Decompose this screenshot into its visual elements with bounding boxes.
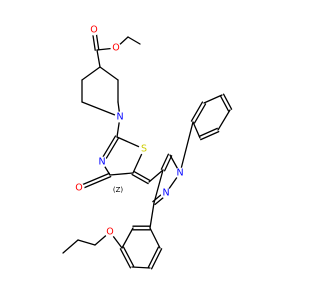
bond-c5-ch-a [131, 173, 149, 185]
bond-c4-othz-a [77, 172, 110, 187]
bond-pz4-pz5-a [163, 155, 173, 172]
atom-label-n-piperidine: N [116, 112, 123, 123]
bond-c4-c5 [109, 172, 134, 176]
bond-a5-a6-b [147, 246, 160, 268]
bond-a6-a1 [149, 227, 161, 249]
atom-label-o-carbonyl: O [90, 25, 97, 36]
atom-n2-pyrazole: N [160, 187, 172, 199]
bond-a2-a3 [121, 227, 134, 249]
stereo-label-z: (Z) [113, 186, 124, 194]
bond-a3-a4-b [122, 246, 135, 267]
atom-label-o-ester: O [112, 43, 119, 54]
bond-pr1-pr2 [77, 239, 96, 246]
atom-label-o-thiazolone: O [75, 183, 82, 194]
bond-a4-a5 [131, 266, 151, 269]
bond-pz3-pz4 [153, 169, 164, 204]
atom-label-s-thiazole: S [141, 144, 147, 155]
atom-o-ester: O [110, 42, 122, 54]
bond-ph5-ph6-a [190, 101, 204, 122]
bond-c5-ch-b [133, 170, 151, 182]
bond-p4-c4p [81, 66, 101, 81]
bond-npip-p3 [81, 101, 121, 118]
bond-n1-ph6 [179, 121, 194, 174]
bond-a5-a6-a [150, 248, 163, 270]
bond-pz3-a1 [149, 202, 155, 229]
bond-ph1-ph2-a [200, 130, 220, 141]
atom-n-piperidine: N [114, 111, 126, 123]
bond-ph3-ph4-a [222, 93, 233, 110]
atom-o-thiazolone: O [73, 182, 85, 194]
atom-label-n2-pyrazole: N [162, 188, 169, 199]
molecule-structure: O O N N S O N N [62, 24, 233, 270]
bond-ph6-ph1 [192, 121, 201, 139]
atom-labels: O O N N S O N N [73, 24, 186, 238]
bond-ph4-ph5 [203, 94, 223, 104]
atom-o-propoxy: O [104, 226, 116, 238]
atom-o-carbonyl: O [88, 24, 100, 36]
atom-s-thiazole: S [138, 143, 150, 155]
atom-label-o-propoxy: O [106, 227, 113, 238]
stereo-marker-z: (Z) [113, 186, 124, 194]
bond-pz4-pz5-b [160, 153, 170, 170]
bond-c4p-p1 [99, 66, 119, 81]
bond-ch-pz4 [148, 169, 164, 183]
bond-c4-othz-b [79, 176, 112, 191]
bond-a3-a4-a [119, 248, 132, 269]
atom-n-thiazole: N [96, 156, 108, 168]
atom-n1-pyrazole: N [174, 167, 186, 179]
bond-pr2-pr3 [62, 239, 79, 254]
bond-ph5-ph6-b [193, 103, 207, 124]
bond-ph2-ph3 [217, 109, 231, 131]
bond-ph3-ph4-b [219, 95, 230, 112]
bond-ce1-ce2 [127, 36, 141, 45]
bond-ph1-ph2-b [198, 127, 218, 138]
atom-label-n1-pyrazole: N [176, 168, 183, 179]
bond-ccarb-c4p [96, 49, 101, 68]
atom-label-n-thiazole: N [98, 157, 105, 168]
